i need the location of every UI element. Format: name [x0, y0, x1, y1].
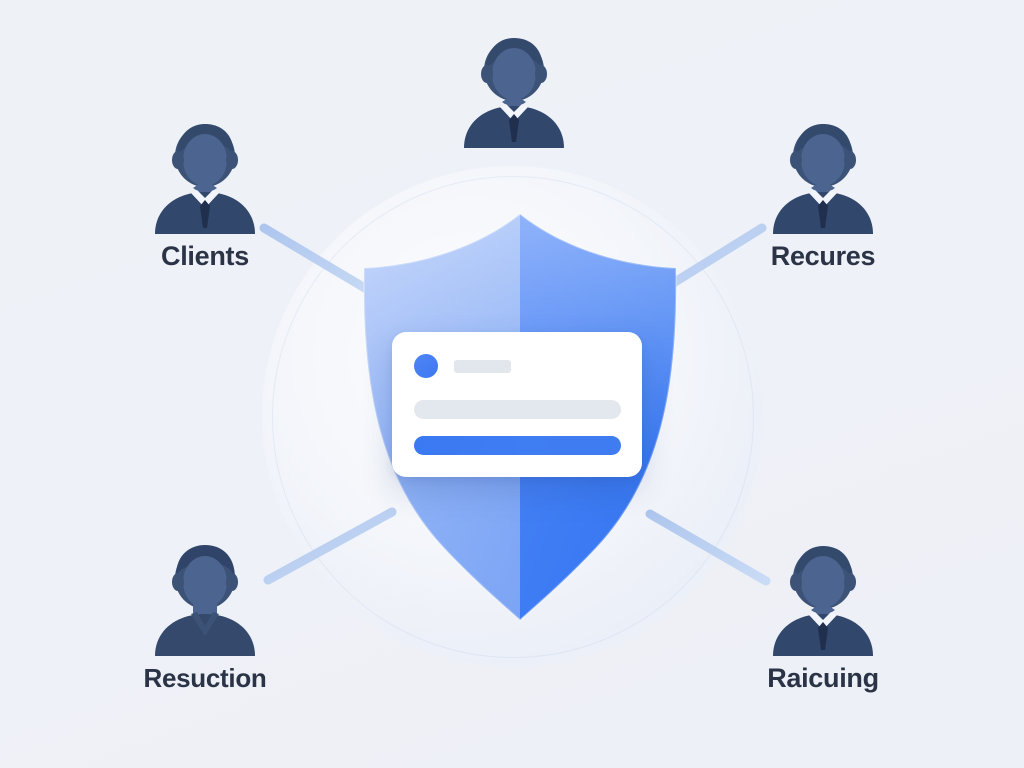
node-clients-label: Clients [161, 241, 249, 271]
shield-card [392, 332, 642, 477]
person-suit-icon [765, 118, 881, 234]
card-submit-button[interactable] [414, 436, 621, 455]
node-top[interactable] [429, 32, 599, 156]
person-suit-icon [456, 32, 572, 148]
person-suit-icon [765, 540, 881, 656]
connector-bottom-left [263, 507, 397, 585]
node-raicuing-label: Raicuing [767, 663, 879, 693]
person-casual-icon [147, 540, 263, 656]
card-input-placeholder[interactable] [414, 400, 621, 419]
node-resuction-label: Resuction [143, 663, 267, 693]
card-avatar-icon [414, 354, 438, 378]
node-clients[interactable]: Clients [120, 118, 290, 272]
card-header-row [414, 354, 511, 378]
shield-outline [362, 212, 678, 622]
node-resuction[interactable]: Resuction [120, 540, 290, 693]
card-title-placeholder [454, 359, 511, 373]
node-recures[interactable]: Recures [738, 118, 908, 272]
node-recures-label: Recures [770, 241, 876, 271]
connector-bottom-right [645, 509, 771, 586]
node-raicuing[interactable]: Raicuing [738, 540, 908, 694]
person-suit-icon [147, 118, 263, 234]
